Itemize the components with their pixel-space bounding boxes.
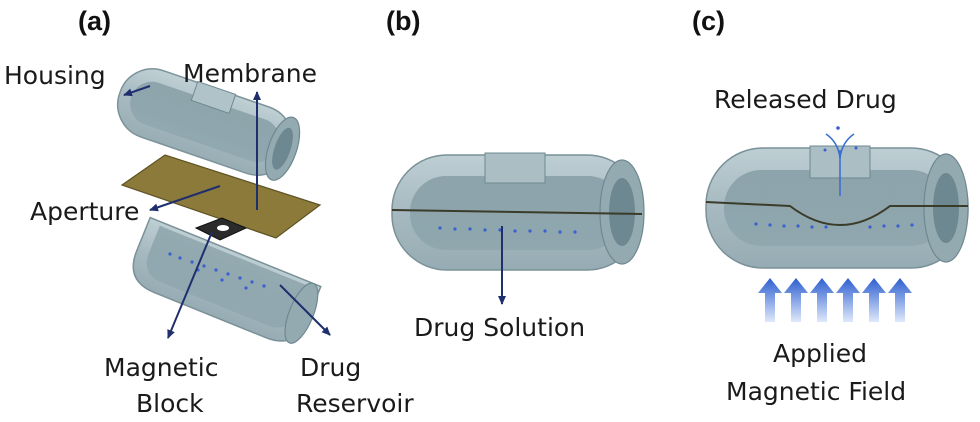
membrane-label: Membrane [183,59,317,88]
housing-arrow [123,85,151,97]
drug-reservoir-arrow [279,284,331,336]
panel-a-label: (a) [78,6,111,36]
magnetic-block-label-line2: Block [136,389,204,418]
magnetic-field-arrows [758,278,912,322]
drug-solution-label: Drug Solution [414,313,585,342]
panel-b-label: (b) [386,6,420,36]
panel-b: (b) Drug Solution [386,6,645,342]
aperture-label: Aperture [30,197,139,226]
panel-a: (a) [4,6,414,418]
aperture-arrow [149,185,221,212]
drug-reservoir-label-line2: Reservoir [296,389,414,418]
housing-label: Housing [4,61,106,90]
magnetic-block-label-line1: Magnetic [104,353,218,382]
upper-housing [116,68,301,181]
lower-housing-reservoir [132,216,322,344]
field-label-line2: Magnetic Field [726,377,906,406]
field-label-line1: Applied [773,339,867,368]
drug-reservoir-label-line1: Drug [300,353,361,382]
release-plume [825,133,855,196]
assembled-device-b [391,152,645,271]
panel-c-label: (c) [692,6,725,36]
magnetic-block-arrow [167,231,213,339]
released-drug-label: Released Drug [714,85,897,114]
panel-c: (c) Released Drug [692,6,969,406]
assembled-device-c [705,126,969,269]
magnetic-block [194,217,248,241]
reservoir-drug-dots [168,252,266,290]
